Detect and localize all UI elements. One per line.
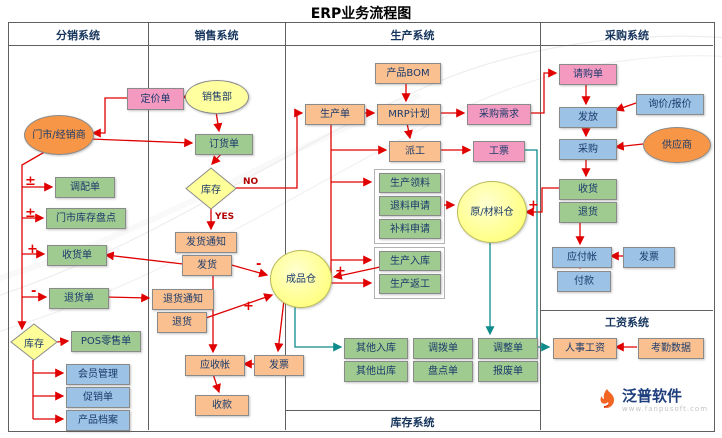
brand-url: www.fanpusoft.com bbox=[622, 404, 709, 413]
label-no: NO bbox=[243, 177, 259, 187]
node-other-inbound: 其他入库 bbox=[344, 338, 408, 359]
watermark: 泛普软件 www.fanpusoft.com bbox=[594, 388, 708, 413]
node-accounts-receivable: 应收帐 bbox=[185, 355, 245, 376]
node-sales-department: 销售部 bbox=[185, 80, 249, 114]
sign-plus-production-inbound: + bbox=[335, 264, 346, 279]
sign-plus-receipt: + bbox=[27, 242, 38, 257]
sign-plus-sales-return: + bbox=[243, 299, 254, 314]
section-label-purchasing: 采购系统 bbox=[605, 29, 649, 42]
node-material-issue: 生产领料 bbox=[379, 173, 441, 193]
node-member-management: 会员管理 bbox=[66, 364, 130, 385]
column-divider-2 bbox=[285, 22, 286, 430]
node-purchase-receipt: 收货 bbox=[559, 179, 617, 200]
node-stock-decision-distribution: 库存 bbox=[10, 323, 58, 361]
section-label-payroll: 工资系统 bbox=[605, 316, 649, 329]
node-payment: 付款 bbox=[557, 271, 611, 292]
node-collection: 收款 bbox=[195, 395, 249, 416]
node-purchase-invoice: 发票 bbox=[623, 247, 675, 268]
node-hr-payroll: 人事工资 bbox=[553, 338, 617, 359]
node-finished-goods-warehouse: 成品仓 bbox=[270, 250, 332, 308]
node-label: 库存 bbox=[24, 338, 44, 350]
node-shipment: 发货 bbox=[182, 255, 232, 276]
inventory-section-divider bbox=[285, 410, 540, 411]
diamond-shape bbox=[10, 323, 58, 361]
header-divider bbox=[8, 45, 713, 46]
node-product-file: 产品档案 bbox=[66, 410, 130, 431]
label-yes: YES bbox=[215, 212, 235, 222]
production-inout-group bbox=[374, 247, 445, 299]
material-request-group bbox=[374, 169, 445, 244]
node-supplier: 供应商 bbox=[643, 127, 711, 163]
node-product-bom: 产品BOM bbox=[375, 63, 441, 84]
node-ship-notice: 发货通知 bbox=[175, 232, 237, 253]
node-promotion-order: 促销单 bbox=[66, 387, 130, 408]
sign-plus-raw-warehouse: + bbox=[528, 198, 539, 213]
node-release: 发放 bbox=[559, 107, 617, 128]
node-accounts-payable: 应付帐 bbox=[552, 247, 612, 268]
node-transfer-order: 调拨单 bbox=[413, 338, 473, 359]
node-pos-retail-order: POS零售单 bbox=[71, 331, 141, 352]
node-store-dealer: 门市/经销商 bbox=[24, 115, 94, 155]
node-receipt-note: 收货单 bbox=[47, 245, 107, 266]
node-inquiry-quote: 询价/报价 bbox=[636, 94, 704, 115]
node-return-note: 退货单 bbox=[49, 288, 109, 309]
section-label-sales: 销售系统 bbox=[194, 29, 239, 42]
node-stock-decision-sales: 库存 bbox=[185, 167, 237, 210]
node-purchase: 采购 bbox=[559, 139, 617, 160]
node-attendance-data: 考勤数据 bbox=[638, 338, 704, 359]
column-divider-1 bbox=[148, 22, 149, 430]
node-purchase-requisition: 请购单 bbox=[559, 64, 617, 85]
node-return-notice: 退货通知 bbox=[152, 289, 214, 310]
node-other-outbound: 其他出库 bbox=[344, 361, 408, 382]
node-pricing-order: 定价单 bbox=[127, 88, 184, 110]
node-store-stocktake: 门市库存盘点 bbox=[46, 208, 126, 229]
node-sales-order: 订货单 bbox=[195, 134, 253, 155]
diagram-frame bbox=[8, 22, 715, 432]
sign-plusminus-allocation: ± bbox=[25, 174, 36, 189]
sign-minus-finished-warehouse: - bbox=[256, 257, 262, 272]
node-sales-return: 退货 bbox=[157, 312, 207, 333]
node-label: 库存 bbox=[201, 185, 221, 196]
node-material-return-request: 退料申请 bbox=[379, 196, 441, 216]
node-sales-invoice: 发票 bbox=[254, 355, 304, 376]
column-divider-3 bbox=[540, 22, 541, 430]
section-label-inventory: 库存系统 bbox=[390, 416, 435, 429]
node-work-dispatch: 派工 bbox=[389, 141, 441, 162]
node-production-rework: 生产返工 bbox=[379, 274, 441, 294]
node-work-ticket: 工票 bbox=[473, 141, 525, 162]
payroll-section-divider bbox=[540, 310, 713, 311]
brand-flame-icon bbox=[600, 389, 614, 409]
node-purchase-demand: 采购需求 bbox=[467, 104, 531, 125]
diamond-shape bbox=[185, 167, 237, 210]
sign-plusminus-stocktake: ± bbox=[25, 206, 36, 221]
section-label-production: 生产系统 bbox=[390, 29, 435, 42]
node-mrp-plan: MRP计划 bbox=[377, 104, 441, 125]
node-raw-material-warehouse: 原/材料仓 bbox=[457, 181, 527, 243]
sign-minus-return: - bbox=[31, 284, 37, 299]
node-allocation-order: 调配单 bbox=[55, 177, 115, 198]
node-stocktake-order: 盘点单 bbox=[413, 361, 473, 382]
node-material-supplement-request: 补料申请 bbox=[379, 219, 441, 239]
node-scrap-order: 报废单 bbox=[478, 361, 538, 382]
section-label-distribution: 分销系统 bbox=[56, 29, 100, 42]
diagram-title: ERP业务流程图 bbox=[310, 6, 412, 22]
node-production-order: 生产单 bbox=[305, 104, 365, 125]
node-production-inbound: 生产入库 bbox=[379, 251, 441, 271]
node-adjust-order: 调整单 bbox=[478, 338, 538, 359]
node-purchase-return: 退货 bbox=[559, 202, 617, 223]
brand-name: 泛普软件 bbox=[622, 387, 683, 405]
